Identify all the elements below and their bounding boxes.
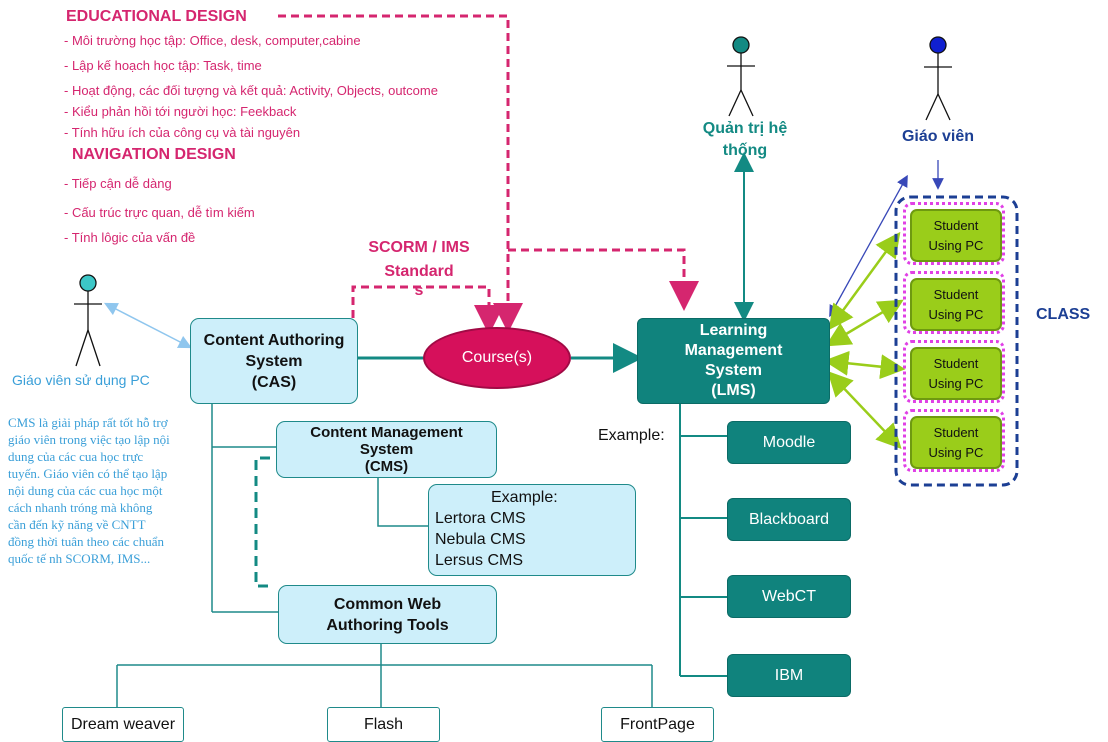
tool-frontpage[interactable]: FrontPage — [601, 707, 714, 742]
nav-item-2: - Cấu trúc trực quan, dễ tìm kiếm — [64, 205, 255, 220]
lms-student-2-line — [825, 299, 904, 347]
lms-line-1: Learning — [699, 322, 768, 339]
cms-line-3: (CMS) — [364, 458, 409, 475]
student-box: Student Using PC — [910, 209, 1002, 262]
student-line-2: Using PC — [928, 237, 984, 253]
cms-example-1: Lertora CMS — [435, 510, 526, 527]
cms-examples-title: Example: — [491, 489, 558, 506]
lms-line-2: Management — [684, 342, 783, 359]
lms-student-3-line — [823, 350, 906, 380]
lms-student-4-line — [827, 370, 902, 450]
class-label: CLASS — [1036, 306, 1091, 323]
edu-item-2: - Lập kế hoạch học tập: Task, time — [64, 58, 262, 73]
lms-box[interactable]: Learning Management System (LMS) — [637, 318, 830, 404]
student-line-1: Student — [933, 424, 979, 440]
lms-example-ibm[interactable]: IBM — [727, 654, 851, 697]
pc-teacher-label: Giáo viên sử dụng PC — [12, 372, 150, 388]
cas-line-2: System — [245, 352, 303, 370]
student-card-4[interactable]: Student Using PC — [903, 409, 1005, 472]
web-tools-box[interactable]: Common Web Authoring Tools — [278, 585, 497, 644]
student-box: Student Using PC — [910, 278, 1002, 331]
pcteacher-cas-line — [103, 302, 193, 349]
edu-item-4: - Kiểu phản hồi tới người học: Feekback — [64, 104, 297, 119]
edu-item-3: - Hoạt động, các đối tượng và kết quả: A… — [64, 83, 438, 98]
teacher-lms-line — [829, 174, 908, 318]
cas-line-1: Content Authoring — [203, 331, 345, 349]
student-line-2: Using PC — [928, 306, 984, 322]
scorm-line-3: s — [414, 282, 424, 299]
student-card-2[interactable]: Student Using PC — [903, 271, 1005, 334]
cms-line-1: Content Management — [310, 424, 463, 441]
educational-design-title: EDUCATIONAL DESIGN — [66, 8, 247, 25]
admin-label: Quản trị hệ thống — [680, 118, 810, 162]
edu-item-1: - Môi trường học tập: Office, desk, comp… — [64, 33, 361, 48]
student-card-1[interactable]: Student Using PC — [903, 202, 1005, 265]
course-label: Course(s) — [461, 349, 533, 366]
lms-example-blackboard[interactable]: Blackboard — [727, 498, 851, 541]
lms-example-label: Example: — [598, 427, 665, 444]
admin-label-line-2: thống — [722, 142, 768, 159]
lms-line-4: (LMS) — [711, 382, 756, 399]
cms-line-2: System — [359, 441, 414, 458]
scorm-label: SCORM / IMS Standard s — [352, 236, 486, 299]
student-line-1: Student — [933, 217, 979, 233]
edu-to-course-line — [278, 14, 523, 333]
cas-box[interactable]: Content Authoring System (CAS) — [190, 318, 358, 404]
web-tools-line-2: Authoring Tools — [326, 616, 449, 634]
lms-example-webct[interactable]: WebCT — [727, 575, 851, 618]
cas-line-3: (CAS) — [251, 373, 297, 391]
nav-item-1: - Tiếp cận dễ dàng — [64, 176, 172, 191]
scorm-line — [351, 285, 504, 335]
admin-actor-icon — [727, 36, 755, 117]
student-box: Student Using PC — [910, 347, 1002, 400]
cms-example-3: Lersus CMS — [435, 552, 524, 569]
scorm-line-1: SCORM / IMS — [368, 239, 470, 256]
scorm-line-2: Standard — [384, 263, 454, 280]
cms-note: CMS là giải pháp rất tốt hỗ trợ giáo viê… — [8, 415, 170, 566]
navigation-design-title: NAVIGATION DESIGN — [72, 146, 236, 163]
teacher-actor-icon — [924, 36, 952, 121]
student-box: Student Using PC — [910, 416, 1002, 469]
web-tools-line-1: Common Web — [333, 595, 442, 613]
tool-dreamweaver[interactable]: Dream weaver — [62, 707, 184, 742]
edu-item-5: - Tính hữu ích của công cụ và tài nguyên — [64, 125, 301, 140]
student-line-1: Student — [933, 286, 979, 302]
class-border — [894, 195, 1019, 487]
cms-examples-line — [377, 478, 428, 527]
admin-label-line-1: Quản trị hệ — [702, 120, 788, 137]
cms-example-2: Nebula CMS — [435, 531, 526, 548]
cms-examples-box: Example: Lertora CMS Nebula CMS Lersus C… — [428, 484, 636, 576]
nav-item-3: - Tính lôgic của vấn đề — [64, 230, 196, 245]
student-line-2: Using PC — [928, 444, 984, 460]
teacher-label: Giáo viên — [901, 128, 975, 145]
cms-tools-bracket — [254, 456, 270, 588]
tool-flash[interactable]: Flash — [327, 707, 440, 742]
lms-line-3: System — [705, 362, 762, 379]
lms-example-moodle[interactable]: Moodle — [727, 421, 851, 464]
student-card-3[interactable]: Student Using PC — [903, 340, 1005, 403]
student-line-2: Using PC — [928, 375, 984, 391]
student-line-1: Student — [933, 355, 979, 371]
course-node[interactable]: Course(s) — [423, 327, 571, 389]
pc-teacher-actor-icon — [74, 274, 102, 367]
cms-box[interactable]: Content Management System (CMS) — [276, 421, 497, 478]
edu-to-lms-line — [508, 248, 699, 311]
